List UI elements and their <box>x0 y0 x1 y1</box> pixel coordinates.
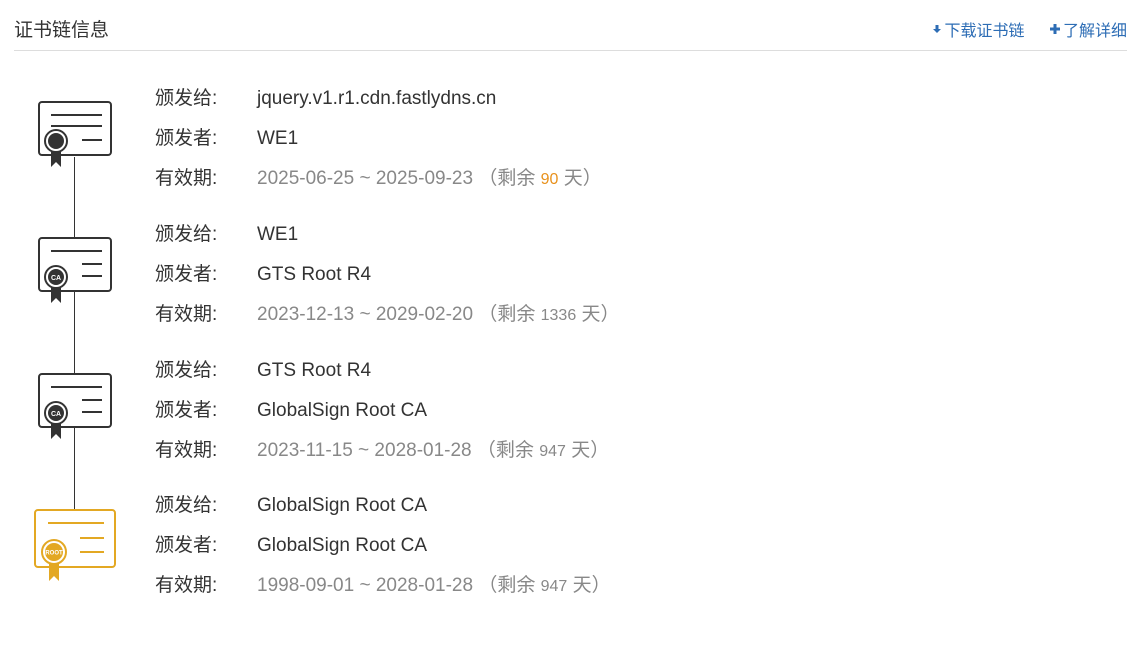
remaining-prefix: （剩余 <box>478 304 536 325</box>
cert-3-issued-by-row: 颁发者: GlobalSign Root CA <box>155 398 427 424</box>
cert-3-issued-to-row: 颁发给: GTS Root R4 <box>155 358 371 384</box>
remaining-prefix: （剩余 <box>478 575 536 596</box>
remaining-suffix: 天） <box>571 440 610 461</box>
issued-to-value: GlobalSign Root CA <box>257 495 428 516</box>
learn-more-label: 了解详细 <box>1062 23 1127 40</box>
issued-to-label: 颁发给: <box>155 360 218 381</box>
issued-by-label: 颁发者: <box>155 128 218 149</box>
ca-badge-text: CA <box>51 275 61 282</box>
remaining-suffix: 天） <box>581 304 620 325</box>
validity-range: 2025-06-25 ~ 2025-09-23 <box>257 168 474 189</box>
cert-4-validity-row: 有效期: 1998-09-01 ~ 2028-01-28 （剩余 947 天） <box>155 573 611 599</box>
issued-to-value: GTS Root R4 <box>257 360 372 381</box>
validity-range: 2023-11-15 ~ 2028-01-28 <box>257 440 472 461</box>
issued-by-value: GlobalSign Root CA <box>257 400 428 421</box>
certificate-icon <box>38 101 112 167</box>
cert-chain-header: 证书链信息 下载证书链 了解详细 <box>14 0 1127 51</box>
root-badge-text: ROOT <box>45 551 63 557</box>
issued-by-label: 颁发者: <box>155 535 218 556</box>
validity-label: 有效期: <box>155 304 218 325</box>
remaining-days: 90 <box>540 171 559 188</box>
issued-by-label: 颁发者: <box>155 264 218 285</box>
cert-2-validity-row: 有效期: 2023-12-13 ~ 2029-02-20 （剩余 1336 天） <box>155 302 620 328</box>
cert-1-issued-by-row: 颁发者: WE1 <box>155 126 298 152</box>
validity-label: 有效期: <box>155 575 218 596</box>
issued-to-label: 颁发给: <box>155 495 218 516</box>
remaining-days: 1336 <box>540 307 577 324</box>
validity-range: 1998-09-01 ~ 2028-01-28 <box>257 575 474 596</box>
remaining-days: 947 <box>540 578 568 595</box>
plus-icon <box>1049 24 1060 34</box>
remaining-prefix: （剩余 <box>476 440 534 461</box>
issued-to-label: 颁发给: <box>155 88 218 109</box>
remaining-days: 947 <box>539 443 566 460</box>
chain-connector-line <box>74 157 75 512</box>
issued-to-value: WE1 <box>257 224 299 245</box>
validity-label: 有效期: <box>155 168 218 189</box>
remaining-suffix: 天） <box>563 168 602 189</box>
issued-to-value: jquery.v1.r1.cdn.fastlydns.cn <box>257 88 497 109</box>
validity-range: 2023-12-13 ~ 2029-02-20 <box>257 304 474 325</box>
download-icon <box>932 25 941 33</box>
issued-by-value: GlobalSign Root CA <box>257 535 428 556</box>
cert-1-validity-row: 有效期: 2025-06-25 ~ 2025-09-23 （剩余 90 天） <box>155 166 602 192</box>
learn-more-link[interactable]: 了解详细 <box>1049 17 1127 41</box>
cert-4-issued-to-row: 颁发给: GlobalSign Root CA <box>155 493 427 519</box>
cert-1-issued-to-row: 颁发给: jquery.v1.r1.cdn.fastlydns.cn <box>155 86 496 112</box>
issued-by-label: 颁发者: <box>155 400 218 421</box>
validity-label: 有效期: <box>155 440 218 461</box>
cert-2-issued-to-row: 颁发给: WE1 <box>155 222 298 248</box>
issued-by-value: WE1 <box>257 128 299 149</box>
cert-2-issued-by-row: 颁发者: GTS Root R4 <box>155 262 371 288</box>
download-chain-link[interactable]: 下载证书链 <box>931 17 1025 41</box>
cert-3-validity-row: 有效期: 2023-11-15 ~ 2028-01-28 （剩余 947 天） <box>155 438 609 464</box>
issued-to-label: 颁发给: <box>155 224 218 245</box>
download-chain-label: 下载证书链 <box>944 23 1025 40</box>
cert-4-issued-by-row: 颁发者: GlobalSign Root CA <box>155 533 427 559</box>
issued-by-value: GTS Root R4 <box>257 264 372 285</box>
ca-certificate-icon: CA <box>38 373 112 439</box>
remaining-prefix: （剩余 <box>478 168 536 189</box>
page-title: 证书链信息 <box>14 20 110 41</box>
root-certificate-icon: ROOT <box>34 509 116 581</box>
remaining-suffix: 天） <box>572 575 611 596</box>
header-actions: 下载证书链 了解详细 <box>911 17 1127 41</box>
ca-badge-text: CA <box>51 411 61 418</box>
ca-certificate-icon: CA <box>38 237 112 303</box>
